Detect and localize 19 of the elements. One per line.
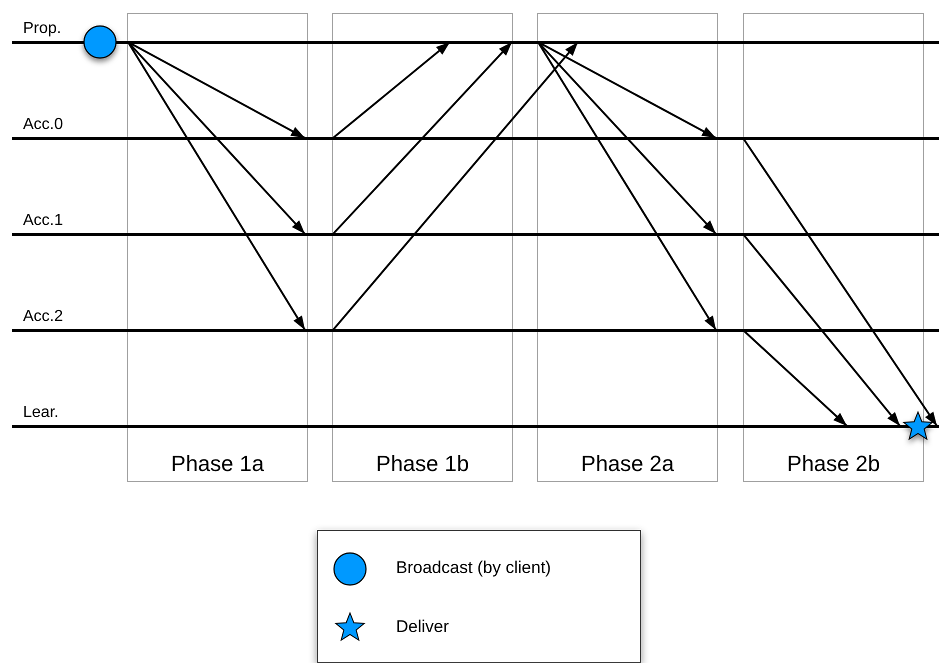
message-arrow (537, 41, 717, 331)
message-arrow (332, 41, 513, 235)
message-arrow (332, 41, 451, 139)
message-arrow (127, 41, 306, 331)
message-arrow (742, 233, 901, 427)
message-arrow (742, 137, 938, 427)
message-arrow (742, 329, 848, 427)
lifeline-label: Acc.0 (23, 116, 64, 134)
message-arrow (332, 41, 579, 331)
lifeline-label: Prop. (23, 20, 62, 38)
lifeline-label: Acc.1 (23, 212, 64, 230)
lifeline-label: Acc.2 (23, 308, 64, 326)
phase-label: Phase 1b (375, 451, 470, 477)
legend-label: Broadcast (by client) (396, 558, 551, 578)
phase-label: Phase 1a (170, 451, 265, 477)
phase-label: Phase 2b (786, 451, 881, 477)
phase-label: Phase 2a (580, 451, 675, 477)
legend-label: Deliver (396, 617, 449, 637)
lifeline-label: Lear. (23, 404, 59, 422)
